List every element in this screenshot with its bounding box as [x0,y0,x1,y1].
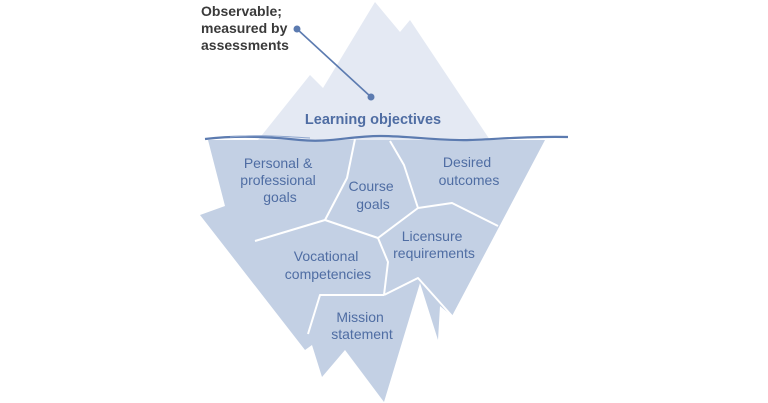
water-line-highlight [229,135,311,139]
water-line [204,134,569,142]
segment-dividers [254,138,499,335]
callout-dot-end [367,93,375,101]
learning-objectives-label: Learning objectives [305,112,441,128]
segment-desired-outcomes: Desired outcomes [439,154,500,188]
segment-vocational-competencies: Vocational competencies [285,248,371,282]
segment-mission-statement: Mission statement [331,309,393,342]
callout-text: Observable; measured by assessments [201,3,291,53]
iceberg-tip [258,2,490,140]
segment-personal-professional-goals: Personal & professional goals [240,155,319,205]
callout-dot-start [293,25,301,33]
segment-course-goals: Course goals [348,178,397,212]
segment-licensure-requirements: Licensure requirements [393,228,475,261]
callout-line [296,28,372,98]
